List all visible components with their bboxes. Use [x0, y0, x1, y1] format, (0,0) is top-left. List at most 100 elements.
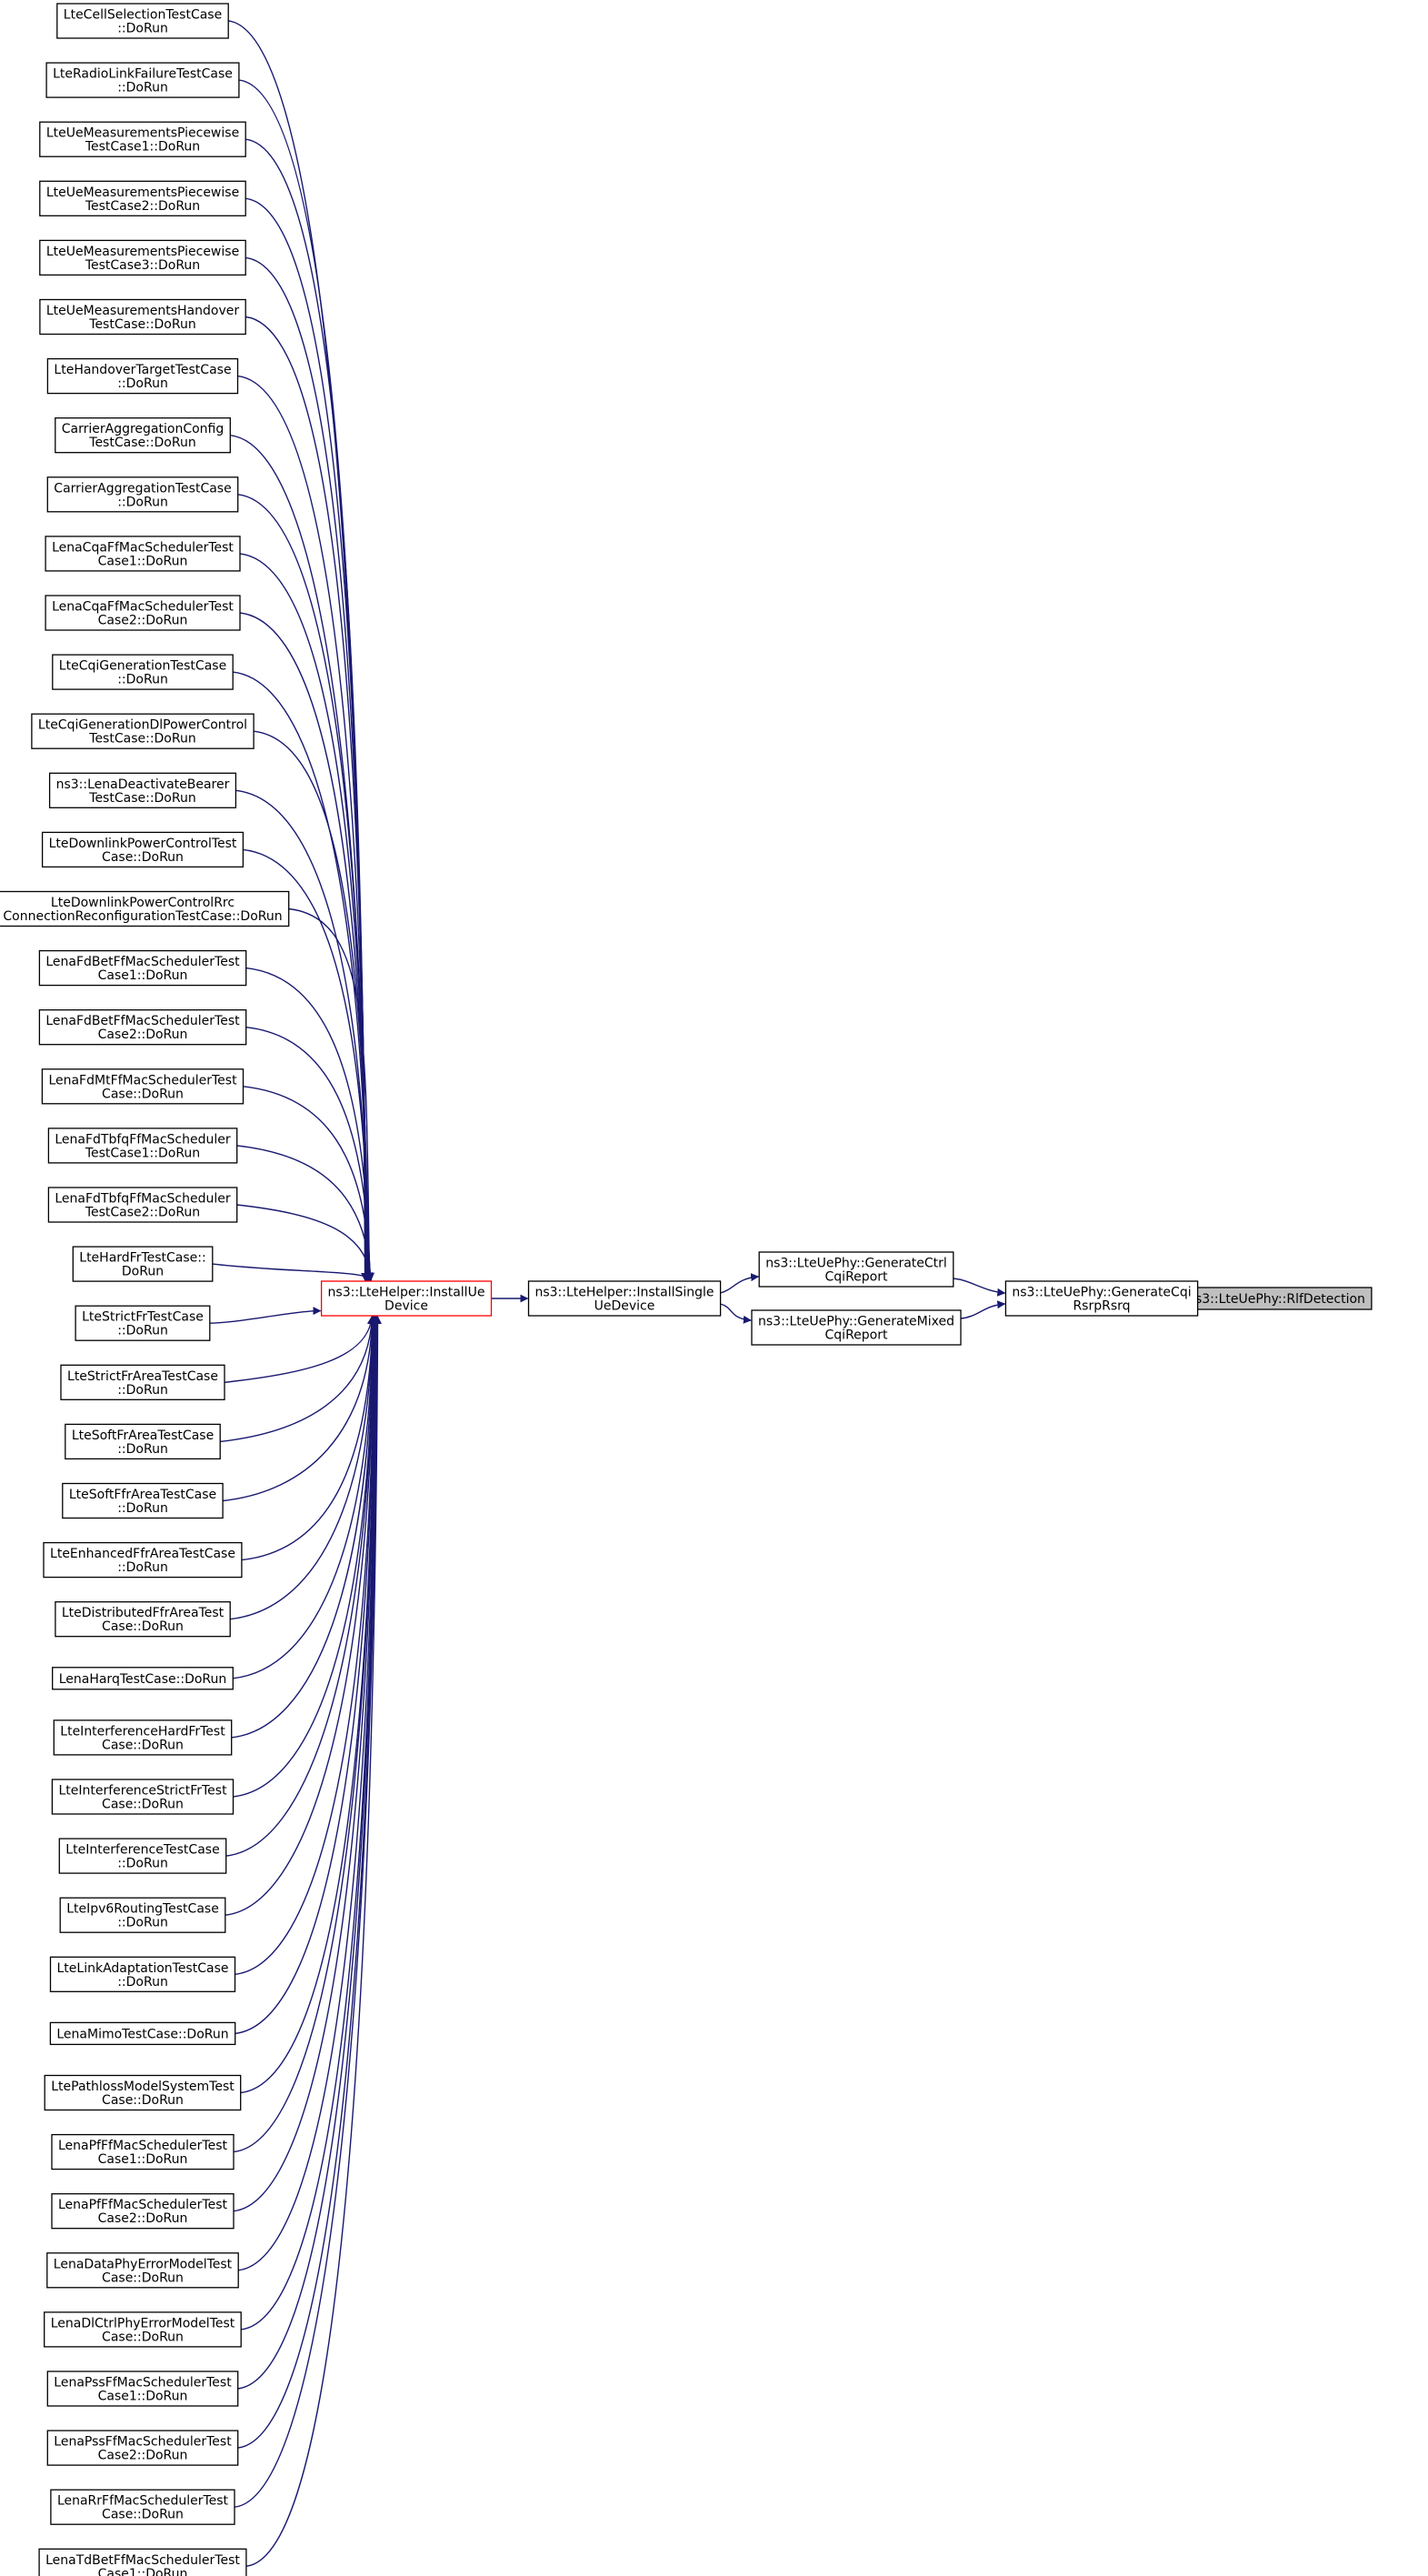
- edge-caller-41-to-install-ue-device: [237, 1316, 382, 2449]
- node-generate-ctrl-cqi-report-box: [758, 1251, 954, 1288]
- caller-33-label-line: ::DoRun: [117, 1975, 168, 1990]
- caller-5-label-line: LteUeMeasurementsHandover: [46, 304, 240, 318]
- caller-14-label-line: Case::DoRun: [102, 850, 184, 865]
- node-install-single-ue-device-box: [527, 1280, 722, 1317]
- caller-31-box: [58, 1838, 227, 1874]
- edge-caller-22-to-install-ue-device: [209, 1307, 322, 1324]
- caller-34-box: [49, 2021, 236, 2046]
- edge-caller-33-to-install-ue-device: [235, 1316, 379, 1975]
- caller-28-box: [52, 1667, 234, 1690]
- caller-12[interactable]: LteCqiGenerationDlPowerControlTestCase::…: [31, 713, 255, 749]
- caller-8[interactable]: CarrierAggregationTestCase::DoRun: [46, 476, 239, 513]
- caller-2-box: [39, 121, 246, 157]
- node-rlf-detection-label-line: ns3::LteUePhy::RlfDetection: [1187, 1292, 1365, 1307]
- edge-ctrl-to-cqi: [953, 1278, 1006, 1297]
- caller-24[interactable]: LteSoftFrAreaTestCase::DoRun: [65, 1423, 221, 1460]
- caller-25-label-line: LteSoftFfrAreaTestCase: [69, 1488, 216, 1502]
- caller-42-box: [50, 2489, 235, 2525]
- caller-4[interactable]: LteUeMeasurementsPiecewiseTestCase3::DoR…: [39, 239, 246, 276]
- edge-caller-32-to-install-ue-device: [225, 1316, 379, 1916]
- caller-26-label-line: ::DoRun: [117, 1560, 168, 1575]
- caller-40-box: [46, 2371, 239, 2407]
- node-rlf-detection[interactable]: ns3::LteUePhy::RlfDetection: [1180, 1287, 1373, 1310]
- caller-22-label-line: LteStrictFrTestCase: [82, 1310, 204, 1325]
- caller-16-label-line: LenaFdBetFfMacSchedulerTest: [45, 955, 240, 969]
- caller-25[interactable]: LteSoftFfrAreaTestCase::DoRun: [62, 1482, 224, 1519]
- edge-caller-23-to-install-ue-device: [224, 1316, 375, 1383]
- caller-35-label-line: LtePathlossModelSystemTest: [51, 2080, 235, 2094]
- caller-15[interactable]: LteDownlinkPowerControlRrcConnectionReco…: [0, 890, 290, 927]
- caller-0[interactable]: LteCellSelectionTestCase::DoRun: [56, 3, 229, 39]
- caller-6[interactable]: LteHandoverTargetTestCase::DoRun: [46, 357, 239, 395]
- caller-34[interactable]: LenaMimoTestCase::DoRun: [49, 2021, 236, 2046]
- node-generate-cqi-rsrp-rsrq-label-line: ns3::LteUePhy::GenerateCqi: [1012, 1286, 1191, 1300]
- caller-35-box: [44, 2074, 242, 2111]
- caller-28[interactable]: LenaHarqTestCase::DoRun: [52, 1667, 234, 1690]
- caller-42-label-line: Case::DoRun: [102, 2508, 184, 2522]
- caller-40-label-line: LenaPssFfMacSchedulerTest: [54, 2376, 232, 2391]
- caller-32[interactable]: LteIpv6RoutingTestCase::DoRun: [59, 1897, 226, 1933]
- caller-18-box: [41, 1068, 245, 1105]
- edge-caller-31-to-install-ue-device: [225, 1316, 379, 1857]
- caller-4-box: [39, 239, 246, 276]
- caller-38-label-line: LenaDataPhyErrorModelTest: [54, 2257, 233, 2271]
- caller-25-box: [62, 1482, 224, 1519]
- caller-1[interactable]: LteRadioLinkFailureTestCase::DoRun: [45, 62, 240, 98]
- caller-31[interactable]: LteInterferenceTestCase::DoRun: [58, 1838, 227, 1874]
- edge-caller-12-to-install-ue-device: [254, 730, 373, 1281]
- caller-9-label-line: Case1::DoRun: [98, 554, 188, 568]
- edge-caller-15-to-install-ue-device: [288, 907, 374, 1281]
- caller-37-label-line: Case2::DoRun: [98, 2211, 188, 2226]
- caller-24-box: [65, 1423, 221, 1460]
- edge-caller-21-to-install-ue-device: [212, 1263, 373, 1281]
- caller-22[interactable]: LteStrictFrTestCase::DoRun: [75, 1305, 211, 1341]
- caller-21[interactable]: LteHardFrTestCase::DoRun: [72, 1246, 214, 1282]
- caller-18-label-line: LenaFdMtFfMacSchedulerTest: [48, 1073, 237, 1088]
- caller-14-label-line: LteDownlinkPowerControlTest: [49, 837, 237, 851]
- edge-single-to-mixed: [720, 1303, 752, 1324]
- edge-caller-20-to-install-ue-device: [236, 1204, 374, 1281]
- caller-2[interactable]: LteUeMeasurementsPiecewiseTestCase1::DoR…: [39, 121, 246, 157]
- caller-23[interactable]: LteStrictFrAreaTestCase::DoRun: [60, 1364, 225, 1400]
- caller-26[interactable]: LteEnhancedFfrAreaTestCase::DoRun: [43, 1541, 243, 1579]
- caller-28-label-line: LenaHarqTestCase::DoRun: [59, 1672, 227, 1687]
- caller-3-label-line: TestCase2::DoRun: [85, 199, 200, 214]
- edge-mixed-to-ctrl-cqi: [960, 1300, 1006, 1319]
- edge-caller-16-to-install-ue-device: [245, 967, 374, 1281]
- caller-3[interactable]: LteUeMeasurementsPiecewiseTestCase2::DoR…: [39, 180, 246, 216]
- caller-8-box: [46, 476, 239, 513]
- caller-33[interactable]: LteLinkAdaptationTestCase::DoRun: [49, 1956, 236, 1992]
- caller-26-box: [43, 1541, 243, 1579]
- edge-layer: [209, 20, 1198, 2567]
- caller-22-box: [75, 1305, 211, 1341]
- caller-11[interactable]: LteCqiGenerationTestCase::DoRun: [52, 654, 234, 690]
